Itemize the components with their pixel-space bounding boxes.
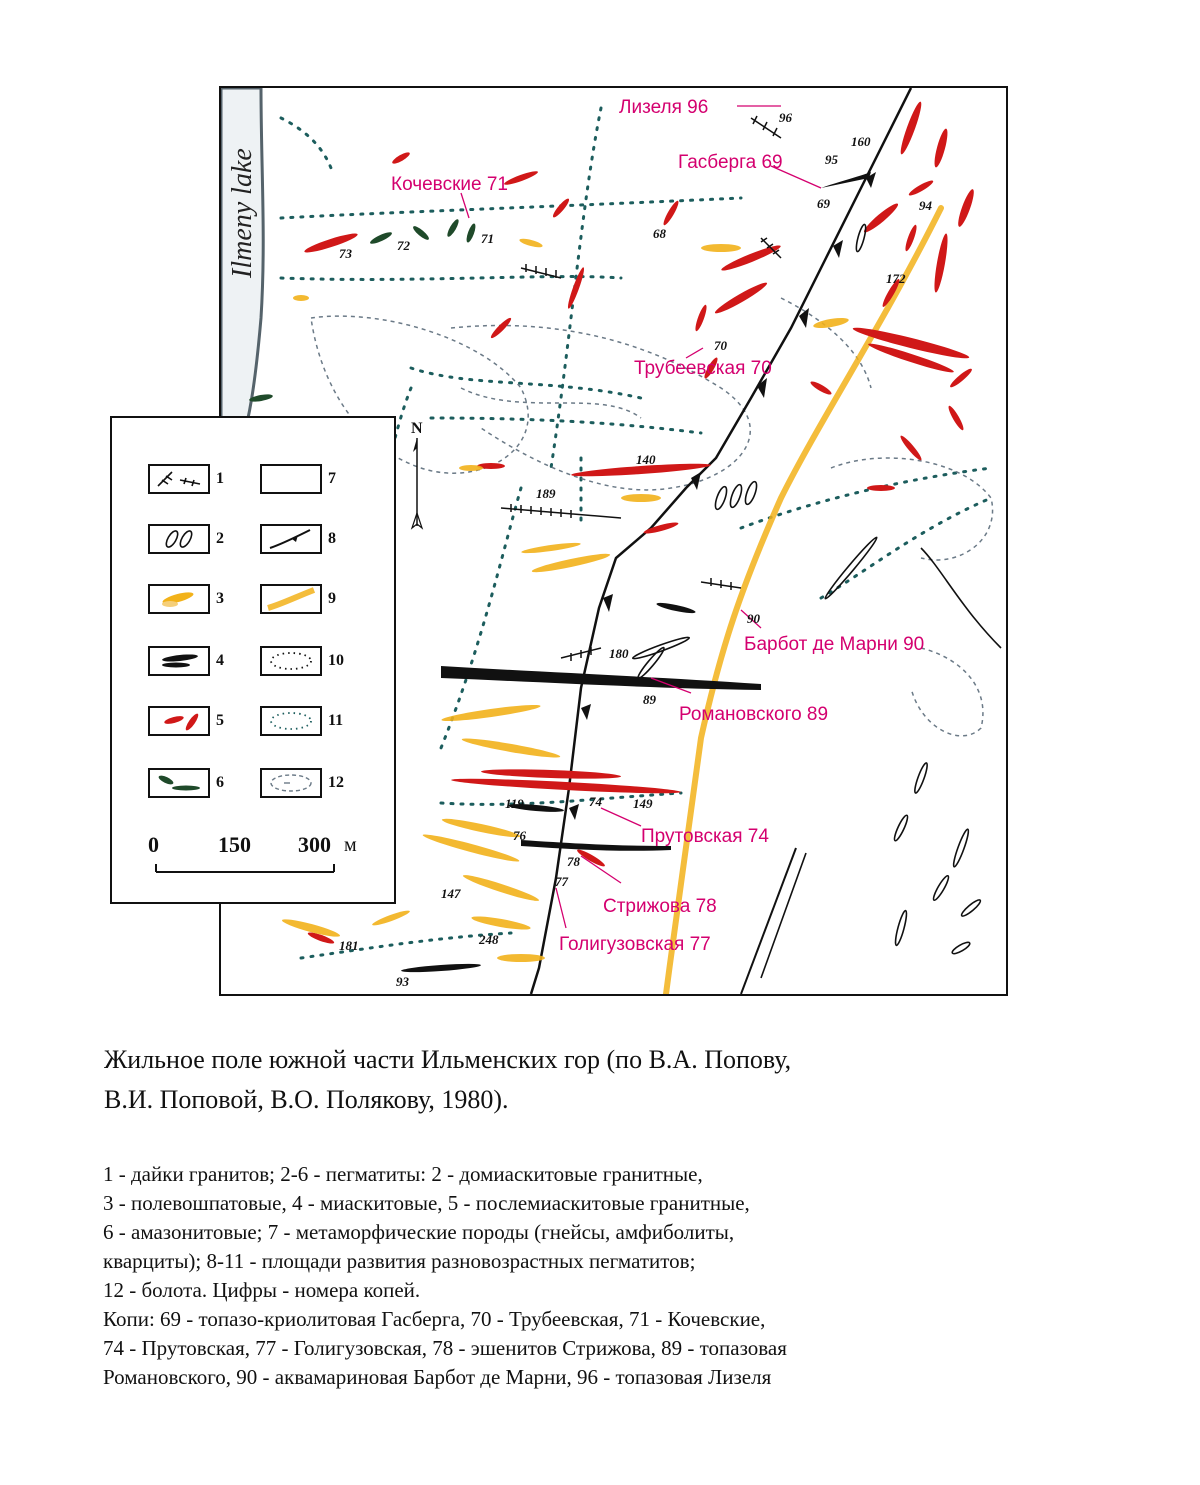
- outline-ovals: [631, 223, 1002, 994]
- legend-item-10: 10: [260, 646, 360, 680]
- label-strizhova: Стрижова 78: [603, 896, 717, 917]
- caption-title: Жильное поле южной части Ильменских гор …: [104, 1040, 1164, 1120]
- granite-dykes: [500, 115, 782, 661]
- num-147: 147: [441, 886, 461, 901]
- num-140: 140: [636, 452, 656, 467]
- num-149: 149: [633, 796, 653, 811]
- num-71: 71: [481, 231, 494, 246]
- num-72: 72: [397, 238, 411, 253]
- num-90: 90: [747, 611, 761, 626]
- scale-tick-0: 0: [148, 832, 159, 857]
- label-kochevskie: Кочевские 71: [391, 174, 508, 195]
- caption-line: 74 - Прутовская, 77 - Голигузовская, 78 …: [103, 1336, 787, 1360]
- label-romanovskogo: Романовского 89: [679, 704, 828, 725]
- num-93: 93: [396, 974, 410, 989]
- scale-tick-300: 300: [298, 832, 331, 857]
- num-74: 74: [589, 794, 603, 809]
- north-label: N: [411, 420, 423, 437]
- num-94: 94: [919, 198, 933, 213]
- label-gasberga: Гасберга 69: [678, 152, 783, 173]
- caption-line: 6 - амазонитовые; 7 - метаморфические по…: [103, 1220, 735, 1244]
- lake-label: Ilmeny lake: [227, 148, 258, 279]
- scale-bar: 0 150 300 м: [148, 832, 388, 892]
- legend-item-2: 2: [148, 524, 248, 558]
- scale-unit: м: [344, 834, 357, 856]
- leader-lines: [460, 105, 822, 929]
- label-lizelya: Лизеля 96: [619, 97, 708, 118]
- fault-teeth: [569, 172, 876, 820]
- num-160: 160: [851, 134, 871, 149]
- label-trubeevskaya: Трубеевская 70: [634, 358, 772, 379]
- num-180: 180: [609, 646, 629, 661]
- legend-item-1: 1: [148, 464, 248, 498]
- legend-item-5: 5: [148, 706, 248, 740]
- num-69: 69: [817, 196, 831, 211]
- yellow-band: [663, 205, 944, 994]
- num-189: 189: [536, 486, 556, 501]
- num-119: 119: [505, 796, 524, 811]
- mine-numbers: 96 160 95 69 94 73 72 71 68 172 70 140 1…: [339, 110, 933, 989]
- num-77: 77: [555, 874, 569, 889]
- green-veins: [249, 219, 476, 402]
- caption-title-line: Жильное поле южной части Ильменских гор …: [104, 1045, 792, 1074]
- num-248: 248: [478, 932, 499, 947]
- caption-line: Копи: 69 - топазо-криолитовая Гасберга, …: [103, 1307, 766, 1331]
- north-arrow: N: [410, 420, 424, 530]
- label-prutovskaya: Прутовская 74: [641, 826, 769, 847]
- legend-item-8: 8: [260, 524, 360, 558]
- caption-line: 12 - болота. Цифры - номера копей.: [103, 1278, 421, 1302]
- caption-title-line: В.И. Поповой, В.О. Полякову, 1980).: [104, 1085, 509, 1114]
- num-181: 181: [339, 938, 359, 953]
- caption-line: 1 - дайки гранитов; 2-6 - пегматиты: 2 -…: [103, 1162, 703, 1186]
- caption-body: 1 - дайки гранитов; 2-6 - пегматиты: 2 -…: [103, 1160, 1173, 1392]
- num-70: 70: [714, 338, 728, 353]
- legend-item-12: 12: [260, 768, 360, 802]
- caption-line: кварциты); 8-11 - площади развития разно…: [103, 1249, 696, 1273]
- label-goliguzovskaya: Голигузовская 77: [559, 934, 711, 955]
- legend-item-7: 7: [260, 464, 360, 498]
- mine-labels: Лизеля 96 Гасберга 69 Кочевские 71 Трубе…: [391, 97, 924, 955]
- geological-map: Ilmeny lake: [221, 88, 1002, 994]
- red-veins: [304, 101, 974, 944]
- legend-item-4: 4: [148, 646, 248, 680]
- legend-item-6: 6: [148, 768, 248, 802]
- num-78: 78: [567, 854, 581, 869]
- num-172: 172: [886, 271, 906, 286]
- legend-item-3: 3: [148, 584, 248, 618]
- label-barbot: Барбот де Марни 90: [744, 634, 924, 655]
- caption-line: Романовского, 90 - аквамариновая Барбот …: [103, 1365, 772, 1389]
- legend-item-11: 11: [260, 706, 360, 740]
- legend-item-9: 9: [260, 584, 360, 618]
- num-73: 73: [339, 246, 353, 261]
- swamp-areas: [310, 297, 994, 737]
- num-68: 68: [653, 226, 667, 241]
- num-89: 89: [643, 692, 657, 707]
- num-96: 96: [779, 110, 793, 125]
- map-legend: 1 7 2 8 3 9 4 10 5 11 6 12: [110, 416, 396, 904]
- num-76: 76: [513, 828, 527, 843]
- miaskite-veins: [401, 172, 871, 973]
- caption-line: 3 - полевошпатовые, 4 - миаскитовые, 5 -…: [103, 1191, 750, 1215]
- yellow-veins: [282, 238, 849, 962]
- num-95: 95: [825, 152, 839, 167]
- scale-tick-150: 150: [218, 832, 251, 857]
